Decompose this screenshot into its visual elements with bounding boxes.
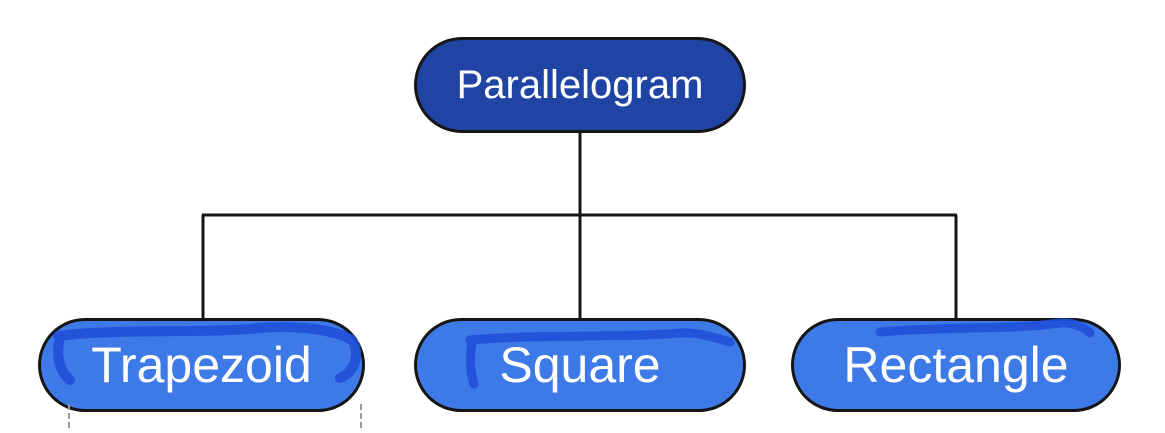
- node-parallelogram: Parallelogram: [414, 37, 746, 133]
- node-square-label: Square: [499, 337, 661, 393]
- node-parallelogram-label: Parallelogram: [456, 62, 704, 107]
- connector-lines: [201, 133, 958, 318]
- dashed-guide-left: [68, 404, 70, 428]
- node-rectangle-label: Rectangle: [843, 337, 1069, 393]
- node-trapezoid: Trapezoid: [38, 318, 365, 412]
- node-square: Square: [414, 318, 746, 412]
- node-rectangle: Rectangle: [791, 318, 1121, 412]
- node-trapezoid-label: Trapezoid: [91, 337, 312, 393]
- dashed-guide-right: [360, 404, 362, 428]
